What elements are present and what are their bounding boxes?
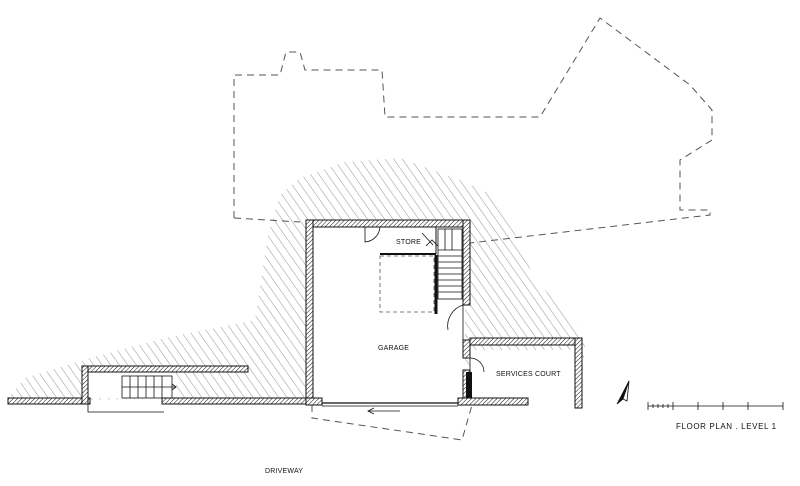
garage-door xyxy=(322,402,458,415)
drawing-title: FLOOR PLAN . LEVEL 1 xyxy=(676,422,777,431)
scale-bar-icon xyxy=(647,402,784,410)
upper-level-outline-bottom xyxy=(311,404,473,441)
retaining-wall-post xyxy=(81,365,89,405)
driveway-label: DRIVEWAY xyxy=(265,468,303,475)
store-label: STORE xyxy=(396,239,421,246)
upper-level-outline xyxy=(233,17,713,244)
stair-void-outline xyxy=(379,255,435,313)
retaining-wall-upper xyxy=(81,365,249,373)
boundary-wall-left xyxy=(7,397,91,405)
lower-stair xyxy=(87,375,177,413)
services-court-label: SERVICES COURT xyxy=(496,371,561,378)
boundary-wall-mid xyxy=(161,397,308,405)
internal-stair xyxy=(425,228,463,300)
services-court-interior xyxy=(470,350,574,400)
services-court-walls xyxy=(466,337,583,409)
store-partition xyxy=(380,227,438,314)
door-swings xyxy=(364,226,485,373)
garage-label: GARAGE xyxy=(378,345,409,352)
north-arrow-icon xyxy=(616,380,630,405)
